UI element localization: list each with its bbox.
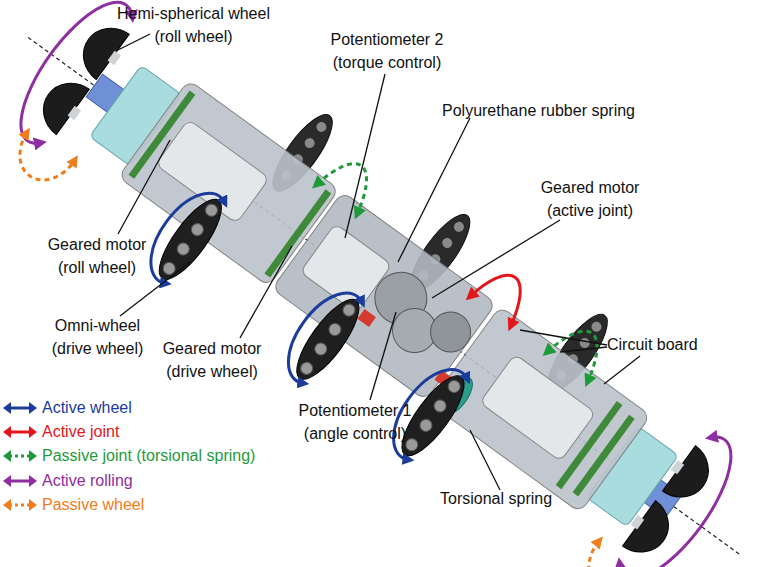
body-part [156, 119, 270, 223]
motion-arrow [663, 446, 720, 509]
body-part [68, 106, 82, 120]
legend-arrow-head [29, 475, 37, 487]
motion-arrow [623, 501, 680, 564]
part-label: Circuit board [607, 333, 698, 356]
motion-arrow [471, 263, 536, 326]
legend-text: Active wheel [42, 396, 132, 420]
part-group [32, 17, 720, 564]
body-part [573, 415, 635, 497]
part-label: Torsional spring [440, 487, 552, 510]
leader-lines [118, 34, 640, 490]
axis-or-leader-line [520, 330, 607, 345]
axis-or-leader-line [118, 34, 150, 50]
body-part [671, 460, 685, 474]
part-circle [432, 398, 449, 415]
part-circle [303, 136, 317, 150]
part-label: Geared motor (drive wheel) [152, 337, 272, 383]
axis-or-leader-line [470, 430, 500, 490]
part-circle [175, 241, 192, 258]
part-circle [189, 221, 206, 238]
part-group [149, 191, 474, 464]
part-label: Geared motor (active joint) [530, 176, 650, 222]
legend-arrow [2, 498, 38, 512]
legend-arrow-head [29, 426, 37, 438]
axis-or-leader-line [604, 356, 640, 384]
axis-or-leader-line [560, 347, 607, 352]
part-label: Omni-wheel (drive wheel) [40, 314, 155, 360]
axis-or-leader-line [118, 140, 170, 234]
legend-arrow-line [9, 480, 31, 483]
motion-arrow [273, 280, 363, 385]
legend-arrow-head [3, 402, 11, 414]
legend-arrow-head [29, 499, 37, 511]
legend-arrow [2, 401, 38, 415]
axis-or-leader-line [398, 118, 470, 262]
motion-arrow [547, 318, 612, 381]
legend-text: Active joint [42, 420, 119, 444]
body-part [480, 354, 596, 461]
legend-text: Active rolling [42, 469, 133, 493]
legend-arrow-head [29, 402, 37, 414]
axis-or-leader-line [432, 220, 560, 298]
motion-arrow [32, 72, 89, 135]
body-part [631, 515, 645, 529]
motion-arrow [7, 128, 75, 192]
axis-or-leader-line [345, 74, 385, 238]
body-part [358, 309, 376, 327]
part-circle [578, 336, 592, 350]
part-circle [452, 220, 466, 234]
axis-or-leader-line [28, 37, 740, 554]
part-label: Polyurethane rubber spring [442, 99, 635, 122]
wheel-shape [287, 291, 369, 387]
part-circle [314, 120, 328, 134]
part-circle [446, 378, 463, 395]
legend-arrow-head [3, 450, 11, 462]
part-circle [327, 321, 344, 338]
part-circle [341, 302, 358, 319]
legend-arrow-head [29, 450, 37, 462]
part-label: Geared motor (roll wheel) [37, 233, 157, 279]
part-circle [423, 304, 479, 360]
part-label: Hemi-spherical wheel (roll wheel) [106, 2, 281, 48]
axis-or-leader-line [370, 312, 396, 400]
legend-text: Passive joint (torsional spring) [42, 444, 255, 468]
body-part [108, 51, 122, 65]
legend-arrow [2, 474, 38, 488]
legend-arrow-line [9, 504, 31, 507]
legend-arrow-line [9, 455, 31, 458]
legend-arrow-line [9, 407, 31, 410]
body-part [129, 91, 196, 179]
motion-arrow [576, 541, 642, 567]
part-label: Potentiometer 2 (torque control) [317, 28, 457, 74]
part-circle [440, 236, 454, 250]
part-label: Potentiometer 1 (angle control) [285, 399, 425, 445]
legend-text: Passive wheel [42, 493, 144, 517]
legend-arrow-head [3, 426, 11, 438]
legend-arrow [2, 449, 38, 463]
legend-arrow [2, 425, 38, 439]
legend-arrow-line [9, 431, 31, 434]
motion-arrow [1, 0, 135, 148]
legend-arrow-head [3, 475, 11, 487]
part-circle [203, 202, 220, 219]
part-group [161, 202, 463, 453]
motion-arrow [616, 433, 750, 567]
body-part [264, 189, 331, 277]
part-circle [418, 417, 435, 434]
motion-arrow [317, 151, 382, 214]
legend-arrow-head [3, 499, 11, 511]
axis-or-leader-line [240, 246, 292, 338]
part-circle [298, 360, 315, 377]
part-circle [312, 341, 329, 358]
wheel-shape [149, 191, 231, 287]
